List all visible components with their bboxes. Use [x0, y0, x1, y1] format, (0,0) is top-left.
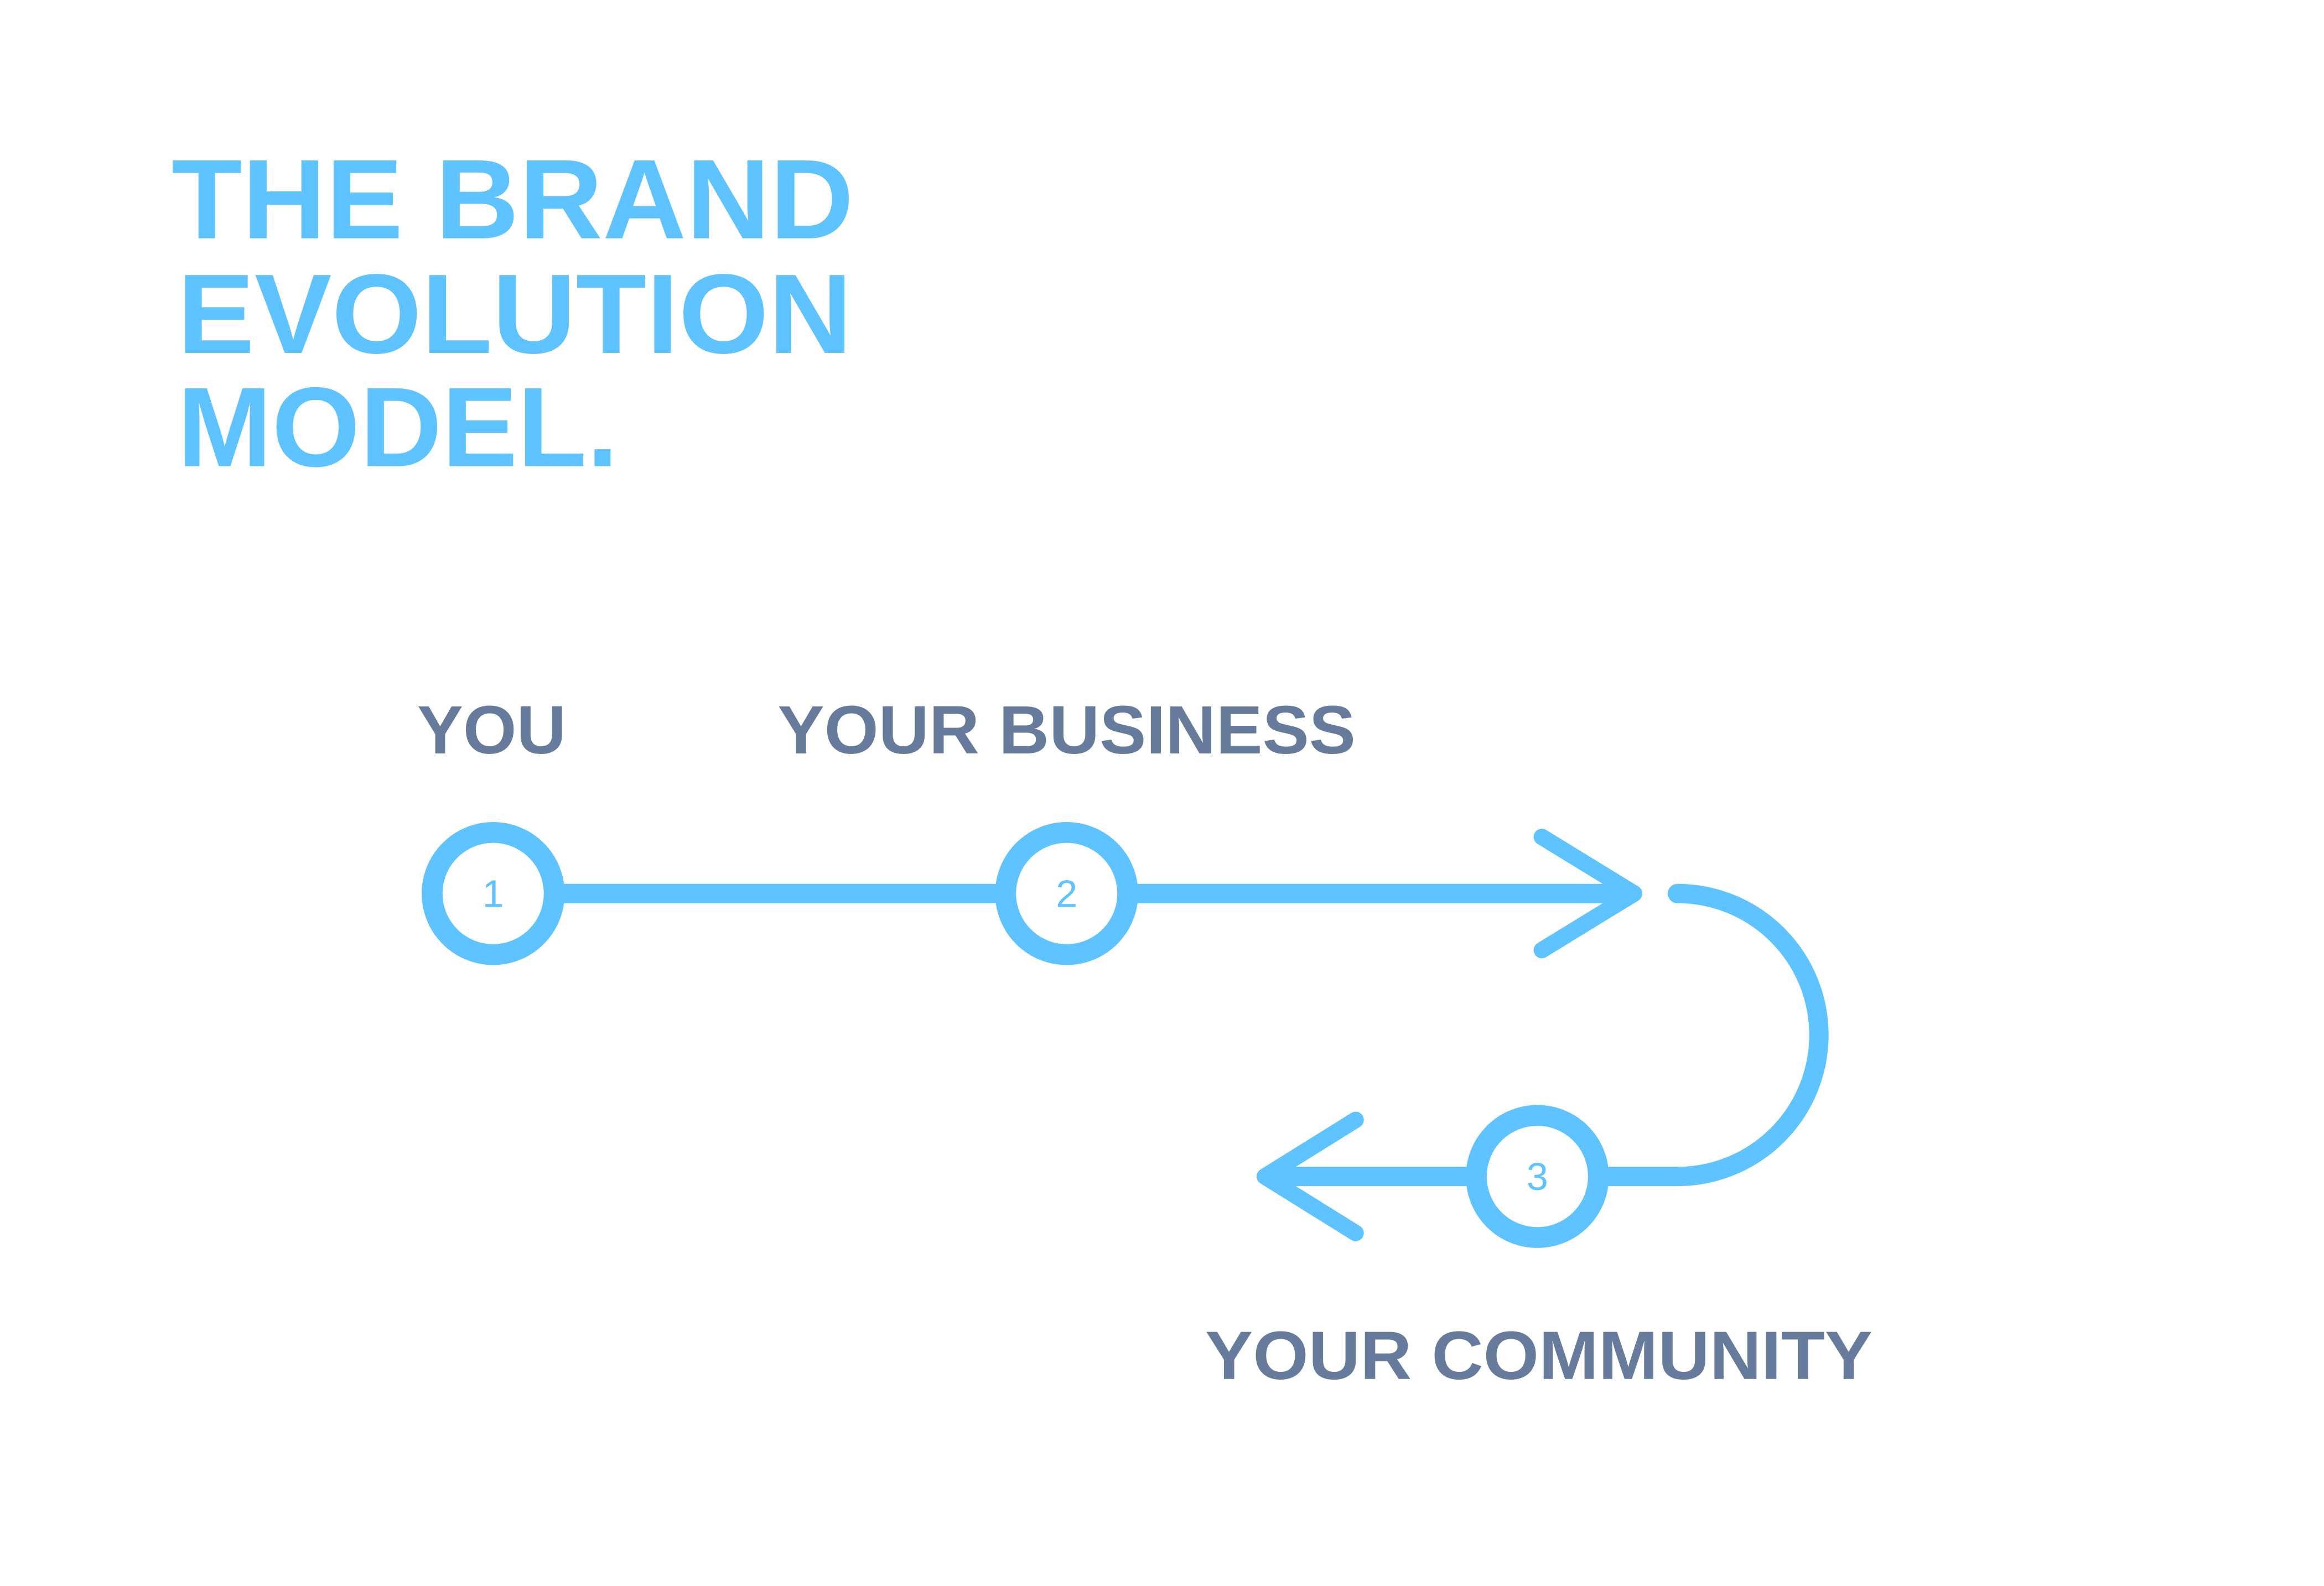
stage-marker-1: 1	[422, 821, 565, 965]
curve-connector	[1589, 883, 1829, 1187]
stage-label-business: YOUR BUSINESS	[777, 692, 1356, 768]
title-line-2: EVOLUTION	[178, 251, 852, 377]
stage-marker-2: 2	[995, 821, 1138, 965]
title-line-3: MODEL.	[178, 365, 619, 491]
arrow-right-icon	[1533, 829, 1643, 959]
arrow-left-icon	[1256, 1111, 1364, 1241]
stage-label-you: YOU	[417, 692, 566, 768]
page-title: THE BRAND EVOLUTION MODEL.	[172, 137, 854, 491]
stage-number-3: 3	[1527, 1155, 1548, 1198]
stage-label-community: YOUR COMMUNITY	[1205, 1318, 1872, 1394]
stage-number-2: 2	[1056, 872, 1077, 915]
title-line-1: THE BRAND	[172, 137, 854, 263]
stage-marker-3: 3	[1466, 1105, 1609, 1248]
stage-number-1: 1	[483, 872, 504, 915]
